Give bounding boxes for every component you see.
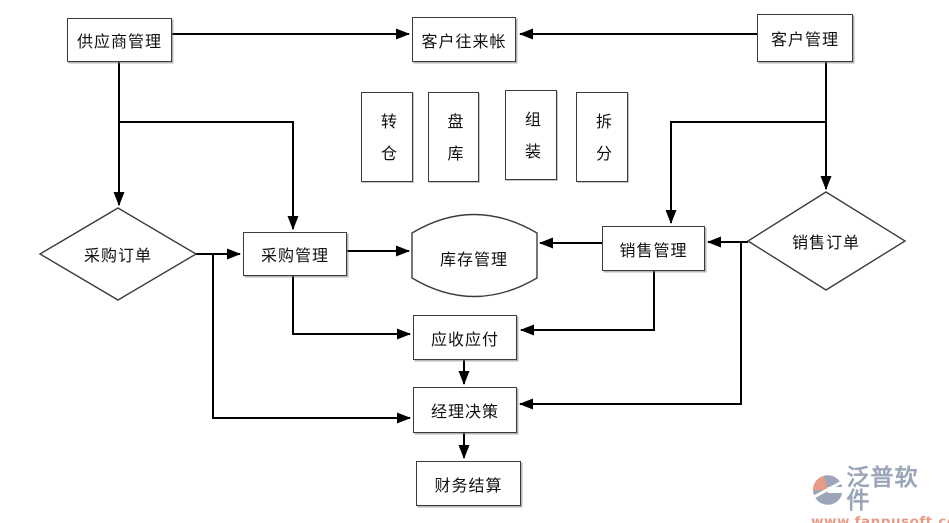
watermark-url-text: www.fanpusoft.com [811, 514, 949, 523]
fanpu-logo-icon [812, 475, 845, 505]
node-supplier-management: 供应商管理 [67, 18, 172, 62]
connector-sales-order-to-manager-decision [519, 242, 742, 410]
node-receivables-payables: 应收应付 [413, 315, 517, 360]
node-sales-order-label: 销售订单 [791, 233, 860, 252]
node-customer-management: 客户管理 [757, 14, 853, 62]
node-customer-account: 客户往来帐 [412, 17, 516, 62]
node-purchase-order-label: 采购订单 [83, 246, 152, 265]
connector-sales-mgmt-to-receivables [520, 271, 655, 336]
node-split: 拆分 [576, 92, 628, 182]
node-inventory-management-label: 库存管理 [439, 250, 508, 269]
sales-order-diamond-shape [746, 191, 907, 291]
watermark: 泛普软件 www.fanpusoft.com [811, 465, 949, 523]
watermark-brand-text: 泛普软件 [846, 465, 919, 514]
node-sales-management: 销售管理 [602, 226, 705, 271]
connector-supplier-to-purchase-mgmt [119, 121, 299, 230]
node-financial-settlement: 财务结算 [416, 461, 521, 506]
connector-purchase-mgmt-to-receivables [292, 276, 411, 340]
inventory-cylinder-shape [411, 213, 538, 298]
node-transfer-warehouse: 转仓 [361, 92, 413, 182]
purchase-order-diamond-shape [38, 207, 198, 301]
connector-customermgmt-to-sales-mgmt [665, 121, 826, 224]
connector-purchase-order-to-manager-decision [212, 254, 411, 424]
node-manager-decision: 经理决策 [413, 387, 517, 433]
node-purchase-management: 采购管理 [243, 232, 347, 276]
node-assembly: 组装 [505, 90, 557, 180]
node-stocktaking: 盘库 [428, 92, 479, 182]
